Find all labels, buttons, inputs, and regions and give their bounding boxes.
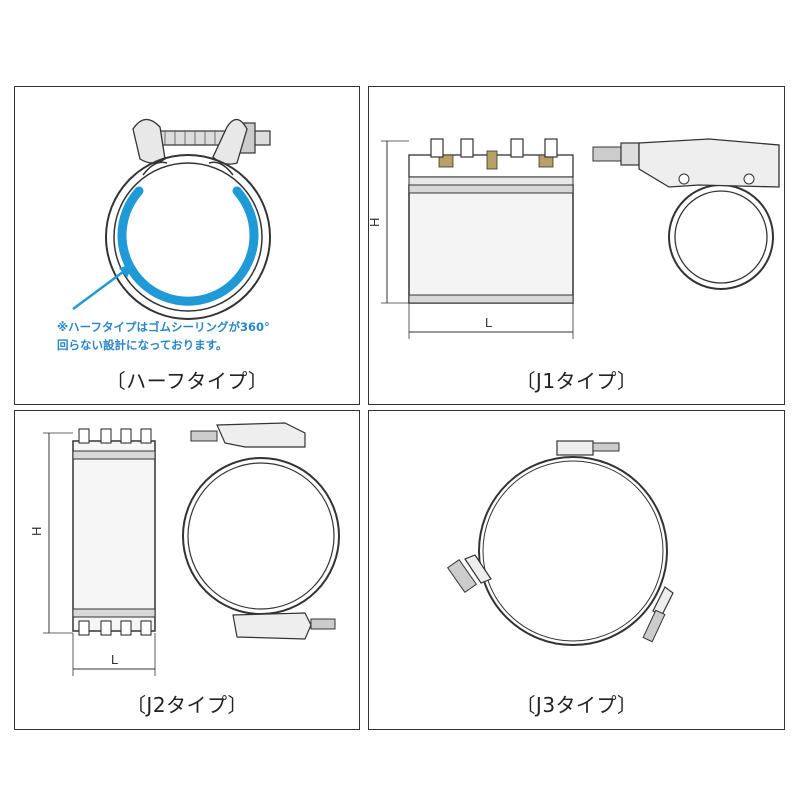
half-type-clamp-drawing: [72, 118, 271, 320]
j1-dim-h: H: [369, 218, 382, 227]
half-type-caption: 〔ハーフタイプ〕: [105, 369, 269, 393]
j1-type-clamp-drawing: H L: [369, 138, 780, 339]
half-type-note-line2: 回らない設計になっております。: [57, 338, 228, 352]
j3-type-clamp-drawing: [446, 440, 674, 646]
panel-j2-type: H L 〔J2タイプ〕: [14, 410, 360, 730]
note-arrow: [72, 267, 128, 311]
j1-type-caption: 〔J1タイプ〕: [515, 369, 638, 393]
j2-dim-h: H: [29, 527, 44, 536]
j1-dim-l: L: [485, 315, 492, 330]
panel-half-type: ※ハーフタイプはゴムシーリングが360° 回らない設計になっております。 〔ハー…: [14, 86, 360, 405]
j2-type-clamp-drawing: H L: [29, 422, 340, 676]
j3-type-caption: 〔J3タイプ〕: [515, 693, 638, 717]
panel-j3-type: 〔J3タイプ〕: [368, 410, 785, 730]
rubber-seal-arc: [117, 186, 259, 306]
j2-dim-l: L: [111, 652, 118, 667]
half-type-note-line1: ※ハーフタイプはゴムシーリングが360°: [57, 320, 270, 334]
j2-type-caption: 〔J2タイプ〕: [125, 693, 249, 717]
panel-j1-type: H L 〔J1タイプ〕: [368, 86, 785, 405]
